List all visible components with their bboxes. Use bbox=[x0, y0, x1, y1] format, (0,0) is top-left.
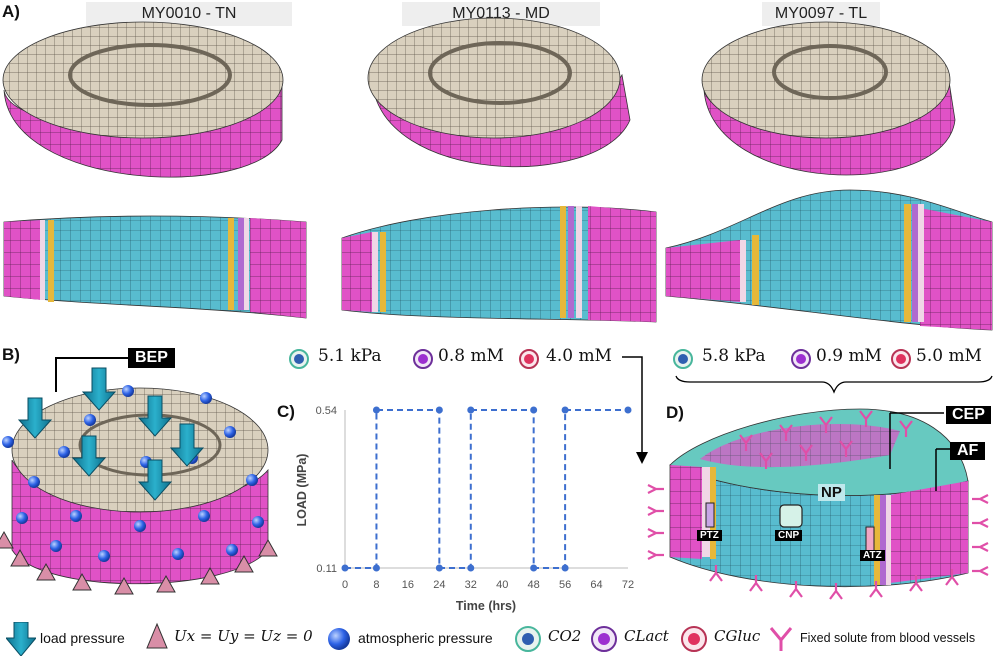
panel-label-a: A) bbox=[2, 2, 20, 21]
legend: load pressure Ux = Uy = Uz = 0 atmospher… bbox=[0, 620, 996, 660]
legend-load-pressure: load pressure bbox=[40, 630, 125, 646]
cross-section-2 bbox=[341, 206, 657, 323]
cross-section-1 bbox=[3, 215, 307, 319]
load-data-point bbox=[467, 406, 475, 414]
disc-model-1 bbox=[2, 21, 284, 178]
disc-cutaway-model bbox=[647, 408, 989, 600]
boundary-conditions-right: 5.8 kPa 0.9 mM 5.0 mM bbox=[672, 346, 992, 372]
atmospheric-pressure-icon bbox=[328, 628, 350, 650]
load-data-point bbox=[561, 406, 569, 414]
panel-label-d: D) bbox=[666, 403, 684, 422]
x-tick-label: 72 bbox=[622, 579, 634, 591]
lact-legend-icon bbox=[591, 626, 617, 652]
x-axis-label: Time (hrs) bbox=[456, 599, 516, 613]
y-tick-label: 0.54 bbox=[316, 405, 337, 417]
legend-fixed-formula: Ux = Uy = Uz = 0 bbox=[174, 627, 313, 645]
disc-model-3 bbox=[701, 21, 956, 176]
load-data-point bbox=[530, 406, 538, 414]
atz-label: ATZ bbox=[860, 550, 885, 561]
load-data-point bbox=[467, 564, 475, 572]
disc-3d-models bbox=[2, 17, 993, 331]
load-data-point bbox=[372, 564, 380, 572]
o2-boundary-value-right: 5.8 kPa bbox=[702, 346, 766, 366]
blood-vessel-markers bbox=[647, 410, 989, 600]
x-tick-label: 16 bbox=[402, 579, 414, 591]
lact-marker bbox=[413, 349, 433, 369]
x-tick-label: 64 bbox=[590, 579, 602, 591]
lact-boundary-value-right: 0.9 mM bbox=[816, 346, 882, 366]
atmospheric-pressure-markers bbox=[2, 385, 264, 562]
legend-gluc: CGluc bbox=[714, 627, 761, 645]
o2-marker-right bbox=[673, 349, 693, 369]
boundary-conditions-left: 5.1 kPa 0.8 mM 4.0 mM bbox=[288, 346, 638, 372]
sample-label-3: MY0097 - TL bbox=[762, 2, 880, 26]
blood-vessel-icon bbox=[769, 627, 793, 651]
load-chart: 0 8 16 24 32 40 48 56 64 72 0.11 0.54 Time (hrs) L… bbox=[295, 405, 634, 613]
load-pressure-icon bbox=[6, 622, 36, 656]
load-data-point bbox=[435, 406, 443, 414]
fixed-support-icon bbox=[146, 622, 168, 649]
load-data-point bbox=[561, 564, 569, 572]
x-tick-label: 32 bbox=[465, 579, 477, 591]
o2-boundary-value: 5.1 kPa bbox=[318, 346, 382, 366]
legend-lact: CLact bbox=[624, 627, 669, 645]
x-tick-label: 40 bbox=[496, 579, 508, 591]
np-label: NP bbox=[818, 484, 845, 501]
x-tick-label: 8 bbox=[373, 579, 379, 591]
gluc-boundary-value: 4.0 mM bbox=[546, 346, 612, 366]
load-data-point bbox=[372, 406, 380, 414]
legend-o2: CO2 bbox=[548, 627, 582, 645]
gluc-marker-right bbox=[891, 349, 911, 369]
af-label: AF bbox=[950, 442, 986, 460]
load-series-line bbox=[345, 409, 628, 569]
o2-legend-icon bbox=[515, 626, 541, 652]
disc-model-2 bbox=[367, 17, 631, 168]
x-tick-label: 48 bbox=[528, 579, 540, 591]
panel-label-b: B) bbox=[2, 345, 20, 364]
x-tick-label: 24 bbox=[433, 579, 445, 591]
y-axis-label: LOAD (MPa) bbox=[295, 454, 309, 527]
sample-label-1: MY0010 - TN bbox=[86, 2, 292, 26]
load-data-point bbox=[530, 564, 538, 572]
legend-atmospheric-pressure: atmospheric pressure bbox=[358, 630, 493, 646]
cross-section-3 bbox=[665, 189, 993, 331]
cnp-label: CNP bbox=[775, 530, 803, 541]
fixed-support-markers bbox=[0, 530, 278, 595]
lact-boundary-value: 0.8 mM bbox=[438, 346, 504, 366]
x-tick-label: 56 bbox=[559, 579, 571, 591]
o2-marker bbox=[289, 349, 309, 369]
cep-label: CEP bbox=[946, 406, 991, 424]
legend-blood-vessels: Fixed solute from blood vessels bbox=[800, 631, 976, 645]
loaded-disc-model bbox=[0, 357, 278, 595]
gluc-marker bbox=[519, 349, 539, 369]
load-pressure-arrows bbox=[17, 367, 205, 501]
lact-marker-right bbox=[791, 349, 811, 369]
load-data-point bbox=[341, 564, 349, 572]
bep-label: BEP bbox=[128, 348, 175, 368]
panel-label-c: C) bbox=[277, 402, 295, 421]
ptz-label: PTZ bbox=[697, 530, 722, 541]
x-tick-label: 0 bbox=[342, 579, 348, 591]
gluc-legend-icon bbox=[681, 626, 707, 652]
load-data-point bbox=[435, 564, 443, 572]
gluc-boundary-value-right: 5.0 mM bbox=[916, 346, 982, 366]
y-tick-label: 0.11 bbox=[316, 563, 337, 575]
load-data-point bbox=[624, 406, 632, 414]
